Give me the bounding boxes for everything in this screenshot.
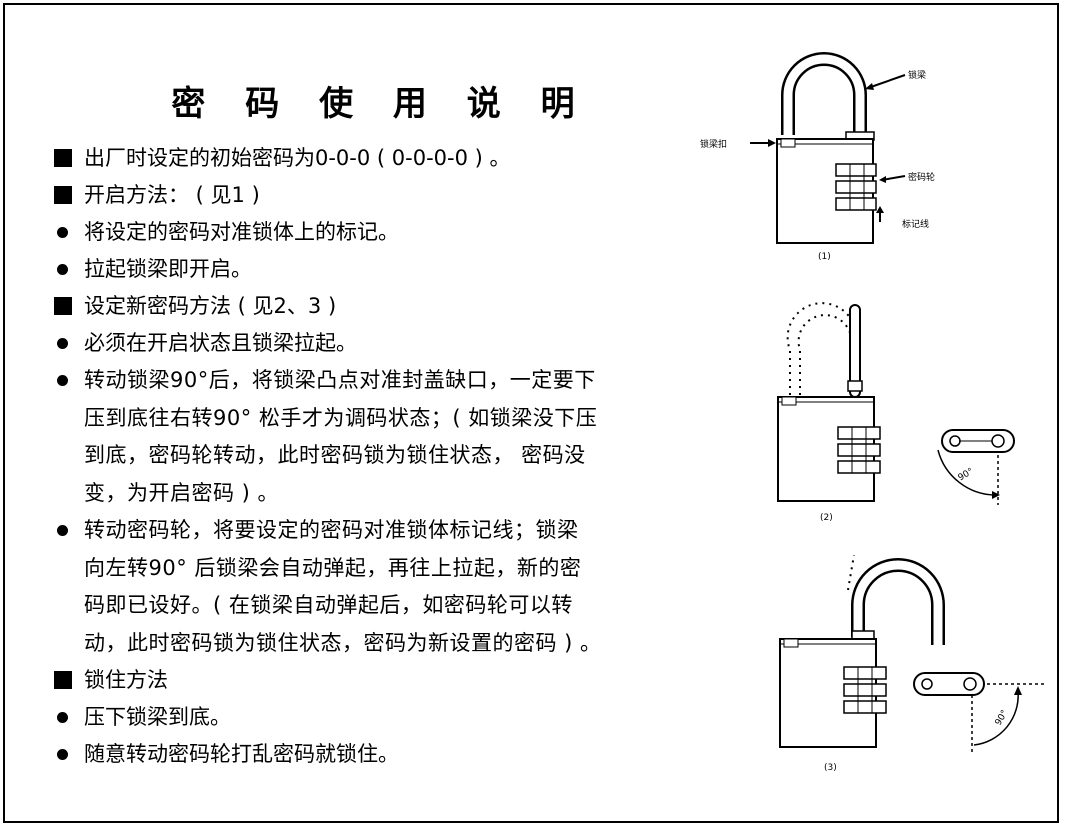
list-item: 将设定的密码对准锁体上的标记。 [52, 214, 712, 251]
item-text: 出厂时设定的初始密码为0-0-0 ( 0-0-0-0 ) 。 [84, 146, 511, 170]
figure-caption: (3) [824, 763, 837, 773]
dot-bullet [52, 736, 84, 773]
dot-bullet [52, 325, 84, 362]
figure-caption: (1) [818, 252, 831, 262]
list-item: 设定新密码方法 ( 见2、3 ) [52, 288, 712, 325]
para-line: 向左转90° 后锁梁会自动弹起，再往上拉起，新的密 [84, 555, 582, 580]
padlock-set-icon [779, 554, 1045, 753]
item-text: 将设定的密码对准锁体上的标记。 [84, 220, 399, 244]
padlock-open-icon [777, 302, 1015, 505]
para-line: 到底，密码轮转动，此时密码锁为锁住状态， 密码没 [84, 443, 586, 467]
figure-2: 90° (2) [760, 295, 1050, 530]
para-line: 压到底往右转90° 松手才为调码状态；( 如锁梁没下压 [84, 405, 598, 430]
item-text: 拉起锁梁即开启。 [84, 257, 252, 281]
instructions: 出厂时设定的初始密码为0-0-0 ( 0-0-0-0 ) 。 开启方法： ( 见… [52, 140, 712, 773]
dot-bullet [52, 251, 84, 288]
item-text: 压下锁梁到底。 [84, 705, 231, 729]
item-text: 必须在开启状态且锁梁拉起。 [84, 331, 357, 355]
list-item: 转动锁梁90°后，将锁梁凸点对准封盖缺口，一定要下 压到底往右转90° 松手才为… [52, 362, 712, 512]
square-bullet [52, 140, 84, 177]
para-line: 转动密码轮，将要设定的密码对准锁体标记线；锁梁 [84, 518, 579, 542]
para-line: 转动锁梁90°后，将锁梁凸点对准封盖缺口，一定要下 [84, 368, 596, 392]
page-title: 密 码 使 用 说 明 [171, 84, 589, 124]
padlock-closed-icon [750, 52, 906, 244]
item-text: 锁住方法 [84, 668, 168, 692]
dot-bullet [52, 512, 84, 549]
label-mark: 标记线 [902, 220, 930, 230]
list-item: 必须在开启状态且锁梁拉起。 [52, 325, 712, 362]
figure-1: 锁梁 锁梁扣 密码轮 标记线 (1) [690, 40, 970, 270]
item-text: 开启方法： ( 见1 ) [84, 183, 260, 207]
square-bullet [52, 288, 84, 325]
list-item: 转动密码轮，将要设定的密码对准锁体标记线；锁梁 向左转90° 后锁梁会自动弹起，… [52, 512, 712, 662]
page-frame [3, 3, 1059, 823]
para-line: 码即已设好。( 在锁梁自动弹起后，如密码轮可以转 [84, 593, 573, 617]
square-bullet [52, 662, 84, 699]
para-line: 变，为开启密码 ) 。 [84, 480, 280, 505]
dot-bullet [52, 362, 84, 399]
list-item: 压下锁梁到底。 [52, 699, 712, 736]
list-item: 出厂时设定的初始密码为0-0-0 ( 0-0-0-0 ) 。 [52, 140, 712, 177]
dot-bullet [52, 214, 84, 251]
list-item: 拉起锁梁即开启。 [52, 251, 712, 288]
item-text: 设定新密码方法 ( 见2、3 ) [84, 294, 337, 318]
list-item: 开启方法： ( 见1 ) [52, 177, 712, 214]
figure-caption: (2) [820, 513, 833, 523]
label-wheels: 密码轮 [908, 173, 936, 183]
label-shackle: 锁梁 [908, 71, 927, 81]
para-line: 动，此时密码锁为锁住状态，密码为新设置的密码 ) 。 [84, 630, 602, 655]
dot-bullet [52, 699, 84, 736]
item-text: 随意转动密码轮打乱密码就锁住。 [84, 742, 399, 766]
square-bullet [52, 177, 84, 214]
figure-3: 90° (3) [760, 545, 1055, 780]
label-shackle-catch: 锁梁扣 [700, 140, 728, 150]
list-item: 锁住方法 [52, 662, 712, 699]
list-item: 随意转动密码轮打乱密码就锁住。 [52, 736, 712, 773]
